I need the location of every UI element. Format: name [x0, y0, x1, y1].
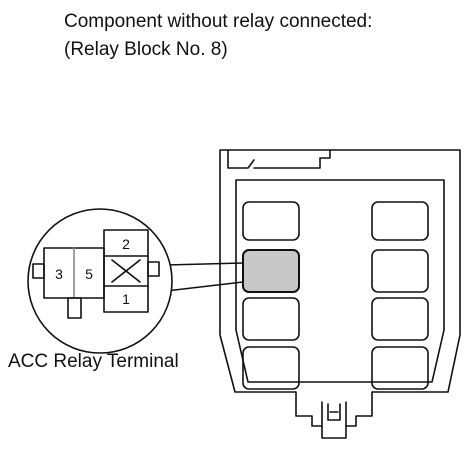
- slot-right-2: [371, 249, 429, 293]
- caption-line-2: (Relay Block No. 8): [64, 39, 228, 60]
- callout-leader-upper: [165, 262, 244, 266]
- slot-left-2-acc-relay: [242, 249, 300, 293]
- terminal-2-label: 2: [122, 236, 130, 252]
- connector-tab-left: [32, 263, 45, 279]
- housing-top-detail: [227, 149, 331, 169]
- caption-line-1: Component without relay connected:: [64, 11, 373, 32]
- relay-block-housing: [219, 149, 461, 439]
- terminal-1-label: 1: [122, 291, 130, 307]
- slot-left-1: [242, 201, 300, 241]
- slot-right-1: [371, 201, 429, 241]
- housing-inner-wall: [235, 179, 445, 383]
- slot-left-3: [242, 297, 300, 341]
- relay-coil-cross-b: [111, 259, 141, 283]
- callout-leader-lower: [165, 281, 244, 292]
- housing-bottom-tab: [321, 401, 347, 427]
- terminal-5-label: 5: [85, 266, 93, 282]
- terminal-3-label: 3: [55, 266, 63, 282]
- slot-right-3: [371, 297, 429, 341]
- connector-tab-right: [147, 261, 160, 277]
- slot-right-4: [371, 346, 429, 390]
- connector-tab-bottom: [67, 297, 82, 319]
- callout-circle: [27, 208, 173, 354]
- acc-relay-terminal-label: ACC Relay Terminal: [8, 351, 179, 372]
- slot-left-4: [242, 346, 300, 390]
